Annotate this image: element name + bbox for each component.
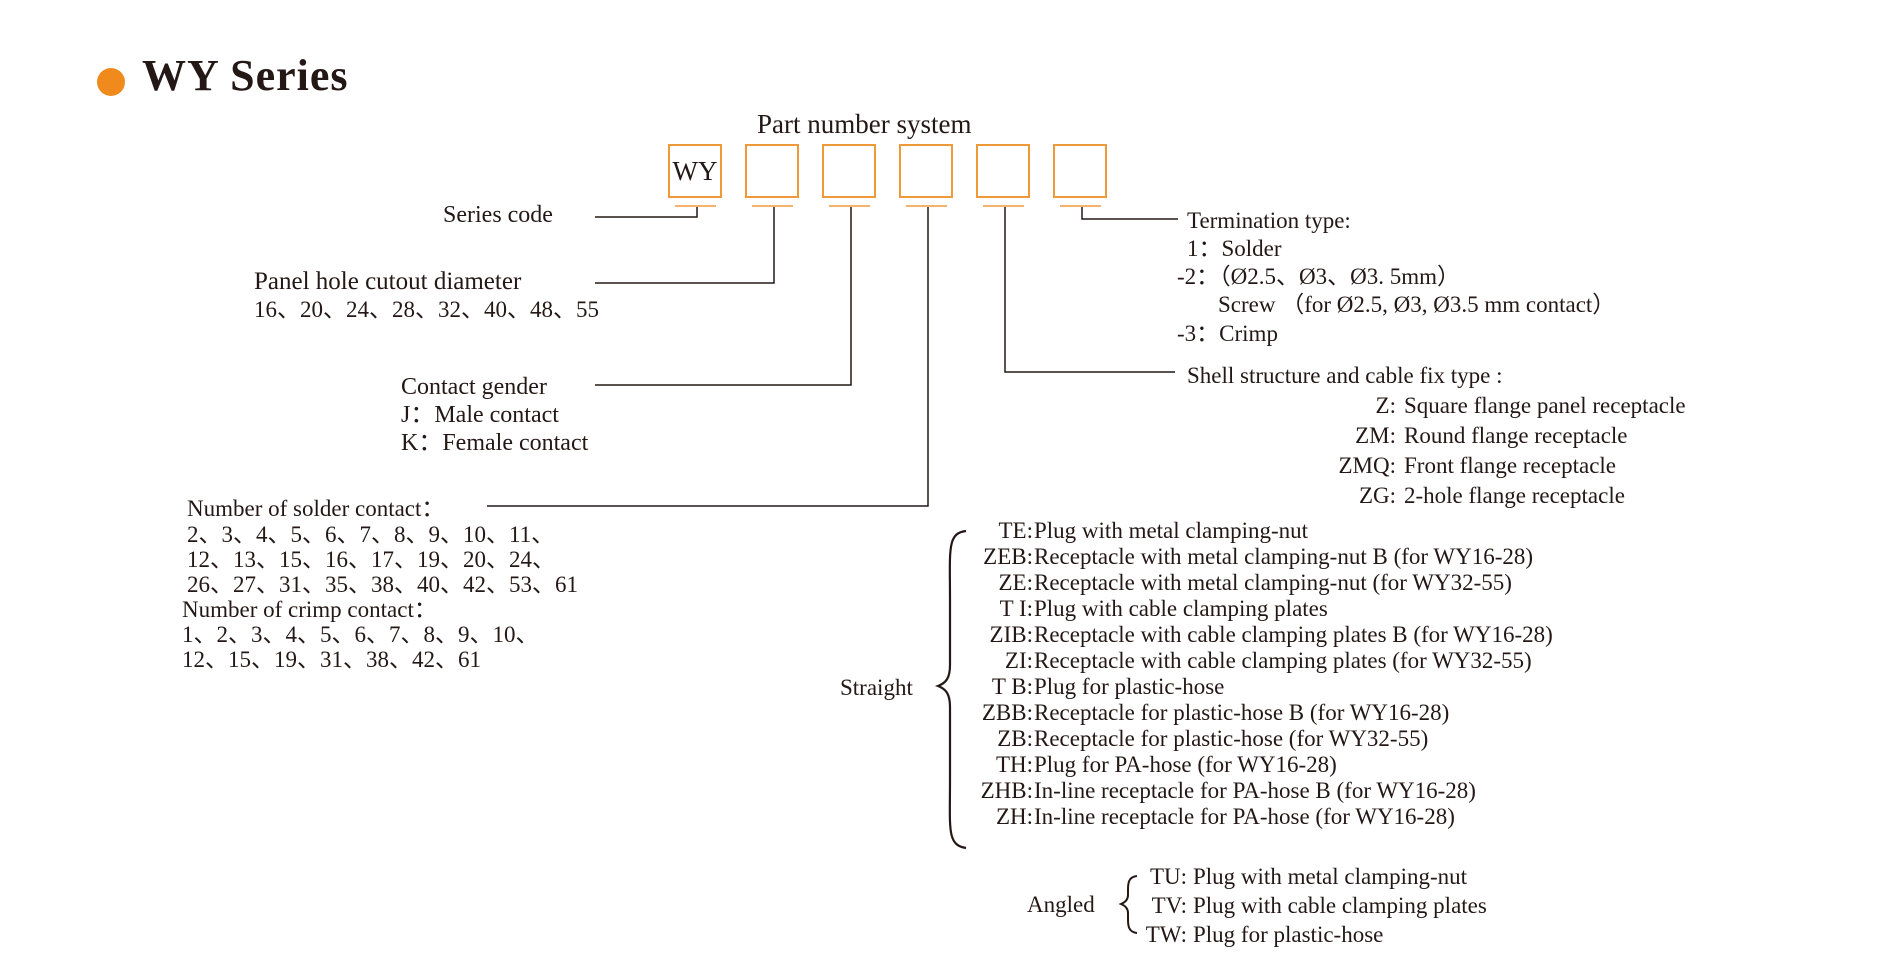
straight-code: T I: [999, 596, 1033, 621]
straight-code: ZH: [995, 804, 1033, 829]
straight-brace [934, 529, 967, 850]
part-box-panel-hole [745, 144, 799, 198]
leader-contact-gender [595, 207, 852, 386]
leader-series-code [595, 207, 698, 218]
crimp-contact-title: Number of crimp contact： [182, 597, 437, 622]
termination-crimp: -3：Crimp [1177, 321, 1278, 346]
leader-panel-hole [595, 207, 775, 284]
solder-contact-line: 26、27、31、35、38、40、42、53、61 [187, 572, 578, 597]
straight-code: T B: [991, 674, 1033, 699]
orange-bullet-icon [97, 68, 125, 96]
straight-code: TE: [998, 518, 1034, 543]
leader-termination [1081, 207, 1178, 220]
termination-screw-sizes: -2：（Ø2.5、Ø3、Ø3. 5mm） [1177, 264, 1461, 289]
straight-desc: Plug with metal clamping-nut [1034, 518, 1309, 543]
termination-title: Termination type: [1187, 208, 1351, 233]
shell-desc: Square flange panel receptacle [1404, 393, 1686, 418]
straight-label: Straight [840, 675, 913, 700]
contact-gender-female: K：Female contact [401, 430, 589, 456]
series-code-label: Series code [443, 202, 553, 228]
shell-code: ZG: [1358, 483, 1396, 508]
straight-desc: Receptacle for plastic-hose B (for WY16-… [1034, 700, 1450, 725]
straight-code: ZEB: [983, 544, 1033, 569]
shell-code: ZM: [1355, 423, 1396, 448]
panel-hole-title: Panel hole cutout diameter [254, 268, 522, 295]
page-title: WY Series [142, 51, 349, 100]
straight-code: ZB: [997, 726, 1033, 751]
solder-contact-title: Number of solder contact： [187, 496, 445, 521]
angled-desc: Plug for plastic-hose [1193, 922, 1384, 947]
straight-desc: Receptacle with metal clamping-nut B (fo… [1034, 544, 1534, 569]
crimp-contact-line: 12、15、19、31、38、42、61 [182, 647, 481, 672]
leader-contact-number [487, 207, 929, 507]
shell-desc: Round flange receptacle [1404, 423, 1628, 448]
angled-label: Angled [1027, 892, 1095, 917]
solder-contact-line: 12、13、15、16、17、19、20、24、 [187, 547, 555, 572]
angled-code: TV: [1151, 893, 1187, 918]
part-box-termination [1053, 144, 1107, 198]
shell-desc: 2-hole flange receptacle [1404, 483, 1625, 508]
straight-code: ZE: [998, 570, 1034, 595]
part-box-series: WY [668, 144, 722, 198]
angled-code: TW: [1145, 922, 1187, 947]
angled-desc: Plug with cable clamping plates [1193, 893, 1487, 918]
shell-code: ZMQ: [1338, 453, 1397, 478]
straight-code: TH: [995, 752, 1033, 777]
straight-code: ZIB: [989, 622, 1033, 647]
leader-shell-structure [1004, 207, 1175, 373]
straight-code: ZHB: [980, 778, 1033, 803]
straight-desc: Receptacle with cable clamping plates B … [1034, 622, 1553, 647]
straight-desc: Receptacle with cable clamping plates (f… [1034, 648, 1532, 673]
solder-contact-line: 2、3、4、5、6、7、8、9、10、11、 [187, 522, 555, 547]
straight-code: ZI: [1004, 648, 1033, 673]
straight-desc: Plug for PA-hose (for WY16-28) [1034, 752, 1337, 777]
part-number-system-label: Part number system [757, 109, 972, 139]
straight-desc: Receptacle with metal clamping-nut (for … [1034, 570, 1512, 595]
angled-code: TU: [1149, 864, 1187, 889]
termination-screw: Screw （for Ø2.5, Ø3, Ø3.5 mm contact） [1218, 292, 1616, 317]
straight-code: ZBB: [981, 700, 1033, 725]
angled-brace [1118, 875, 1138, 934]
contact-gender-title: Contact gender [401, 374, 547, 400]
straight-desc: In-line receptacle for PA-hose B (for WY… [1034, 778, 1476, 803]
contact-gender-male: J：Male contact [401, 402, 559, 428]
part-box-contact-gender [822, 144, 876, 198]
crimp-contact-line: 1、2、3、4、5、6、7、8、9、10、 [182, 622, 539, 647]
straight-desc: Receptacle for plastic-hose (for WY32-55… [1034, 726, 1429, 751]
straight-desc: Plug for plastic-hose [1034, 674, 1225, 699]
shell-desc: Front flange receptacle [1404, 453, 1616, 478]
shell-code: Z: [1375, 393, 1396, 418]
straight-desc: Plug with cable clamping plates [1034, 596, 1328, 621]
panel-hole-values: 16、20、24、28、32、40、48、55 [254, 297, 599, 322]
part-box-contact-number [899, 144, 953, 198]
angled-desc: Plug with metal clamping-nut [1193, 864, 1468, 889]
shell-structure-title: Shell structure and cable fix type : [1187, 363, 1503, 388]
part-box-shell-structure [976, 144, 1030, 198]
termination-solder: 1：Solder [1187, 236, 1282, 261]
straight-desc: In-line receptacle for PA-hose (for WY16… [1034, 804, 1455, 829]
